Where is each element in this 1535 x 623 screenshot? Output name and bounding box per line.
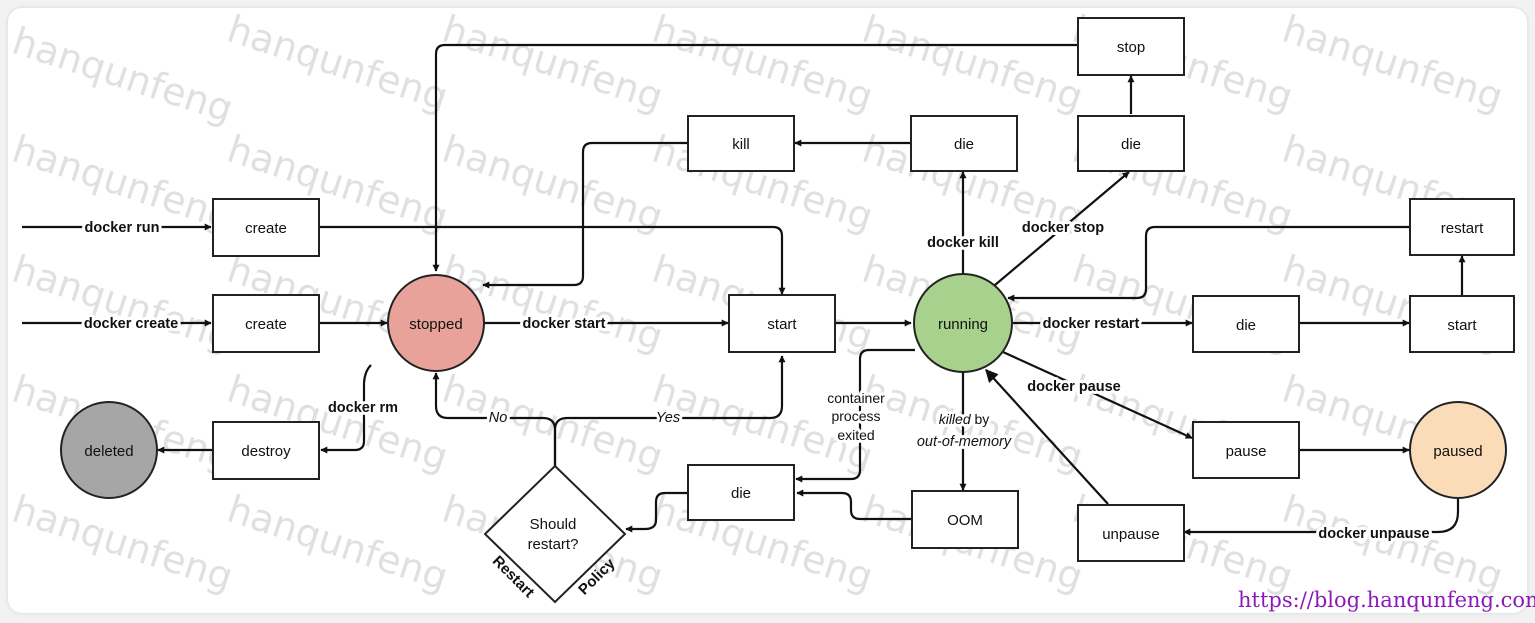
state-running-label: running <box>938 316 988 333</box>
edge-kill-to-stopped <box>482 141 688 289</box>
cmd-docker-start: docker start <box>522 316 605 332</box>
note-killed-by: killed by <box>939 411 990 427</box>
event-pause-box <box>1192 421 1300 479</box>
event-die-stop-box <box>1077 115 1185 172</box>
watermark-text: hanqunfeng <box>7 487 238 600</box>
cmd-docker-rm: docker rm <box>328 400 398 416</box>
edge-die-to-decision <box>625 491 688 533</box>
event-create-create-box <box>212 294 320 353</box>
cmd-docker-run: docker run <box>85 220 160 236</box>
edge-stop-to-stopped <box>432 43 1078 272</box>
decision-line1: Should <box>530 516 577 533</box>
watermark-text: hanqunfeng <box>222 7 453 120</box>
edge-oom-to-die <box>796 489 912 521</box>
event-destroy-label: destroy <box>241 443 291 460</box>
note-out-of-memory: out-of-memory <box>917 434 1012 450</box>
cmd-docker-stop: docker stop <box>1022 220 1104 236</box>
edge-docker-stop <box>994 171 1130 286</box>
state-stopped-circle <box>387 274 485 372</box>
note-exited: exited <box>837 427 874 443</box>
watermark-text: hanqunfeng <box>222 487 453 600</box>
watermark-text: hanqunfeng <box>647 7 878 120</box>
watermark-text: hanqunfeng <box>1277 487 1508 600</box>
watermark-text: hanqunfeng <box>1277 7 1508 120</box>
watermark-text: hanqunfeng <box>437 7 668 120</box>
edge-labels: docker run docker create docker start do… <box>81 217 1433 545</box>
state-paused-circle <box>1409 401 1507 499</box>
state-running-circle <box>913 273 1013 373</box>
state-deleted-circle <box>60 401 158 499</box>
event-restart-box <box>1409 198 1515 256</box>
watermark-text: hanqunfeng <box>7 247 238 360</box>
event-unpause-label: unpause <box>1102 526 1160 543</box>
source-url: https://blog.hanqunfeng.com <box>1238 588 1535 612</box>
event-unpause-box <box>1077 504 1185 562</box>
cmd-docker-restart: docker restart <box>1043 316 1140 332</box>
restart-policy-decision: Should restart? Restart Policy <box>483 464 627 604</box>
edge-restart-to-running <box>1007 225 1411 302</box>
event-die-kill-label: die <box>954 136 974 153</box>
edge-unpause-to-running <box>985 369 1109 505</box>
decision-yes-label: Yes <box>656 410 680 426</box>
note-container: container <box>827 390 885 406</box>
cmd-docker-unpause: docker unpause <box>1318 526 1429 542</box>
cmd-docker-create: docker create <box>84 316 178 332</box>
edges <box>22 43 1466 536</box>
event-create-run-box <box>212 198 320 257</box>
event-pause-label: pause <box>1226 443 1267 460</box>
event-create-create-label: create <box>245 316 287 333</box>
edge-create-to-start <box>320 225 786 295</box>
event-die-restart-box <box>1192 295 1300 353</box>
edge-decision-no <box>432 372 557 466</box>
event-die-exit-box <box>687 464 795 521</box>
edge-decision-yes <box>553 355 786 466</box>
watermark-text: hanqunfeng <box>857 7 1088 120</box>
event-start-box <box>728 294 836 353</box>
note-by: by <box>971 411 990 427</box>
decision-no-label: No <box>489 410 508 426</box>
watermark-text: hanqunfeng <box>7 19 238 132</box>
note-process: process <box>831 408 880 424</box>
event-kill-label: kill <box>732 136 750 153</box>
note-killed: killed <box>939 411 972 427</box>
event-die-exit-label: die <box>731 485 751 502</box>
event-die-restart-label: die <box>1236 317 1256 334</box>
edge-docker-rm <box>320 364 372 454</box>
event-restart-label: restart <box>1441 220 1484 237</box>
event-oom-label: OOM <box>947 512 983 529</box>
decision-diamond <box>483 464 627 604</box>
event-create-run-label: create <box>245 220 287 237</box>
event-stop-label: stop <box>1117 39 1145 56</box>
event-die-kill-box <box>910 115 1018 172</box>
event-oom-box <box>911 490 1019 549</box>
cmd-docker-kill: docker kill <box>927 235 999 251</box>
cmd-docker-pause: docker pause <box>1027 379 1121 395</box>
edge-running-exit-to-die <box>795 348 915 483</box>
event-start-restart-box <box>1409 295 1515 353</box>
decision-line2: restart? <box>528 536 579 553</box>
event-destroy-box <box>212 421 320 480</box>
event-start-restart-label: start <box>1447 317 1477 334</box>
state-nodes: stopped running paused deleted <box>60 273 1507 499</box>
state-stopped-label: stopped <box>409 316 462 333</box>
event-boxes: create create destroy start kill die die… <box>212 17 1515 562</box>
edge-docker-pause <box>1002 350 1193 440</box>
state-paused-label: paused <box>1433 443 1482 460</box>
event-die-stop-label: die <box>1121 136 1141 153</box>
state-deleted-label: deleted <box>84 443 133 460</box>
event-kill-box <box>687 115 795 172</box>
event-stop-box <box>1077 17 1185 76</box>
edge-docker-unpause <box>1183 499 1460 536</box>
event-start-label: start <box>767 316 797 333</box>
